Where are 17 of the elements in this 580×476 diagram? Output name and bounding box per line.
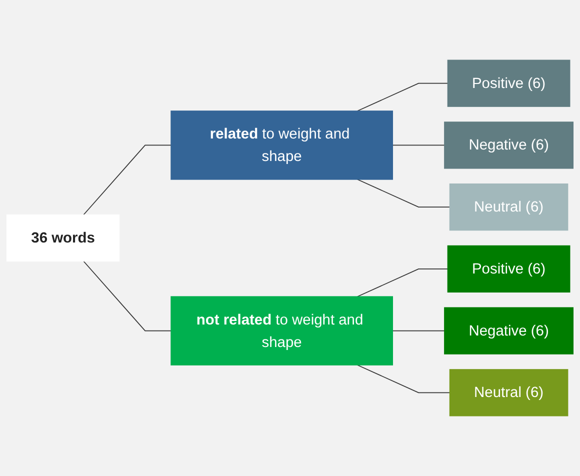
connector [356,178,450,208]
connector [356,364,450,394]
connector [356,82,448,112]
node-box: Neutral (6) [449,183,568,231]
connector [83,260,172,332]
connector [83,144,172,216]
node-box: not related to weight and shape [170,296,393,366]
connector [356,268,448,298]
node-box: Positive (6) [447,60,570,107]
connector [392,330,445,332]
node-box: Positive (6) [447,245,570,293]
node-box: related to weight and shape [170,110,393,180]
node-box: 36 words [6,214,120,262]
node-box: Negative (6) [444,122,574,169]
node-box: Negative (6) [444,307,574,354]
node-box: Neutral (6) [449,369,568,416]
connector [392,144,445,146]
